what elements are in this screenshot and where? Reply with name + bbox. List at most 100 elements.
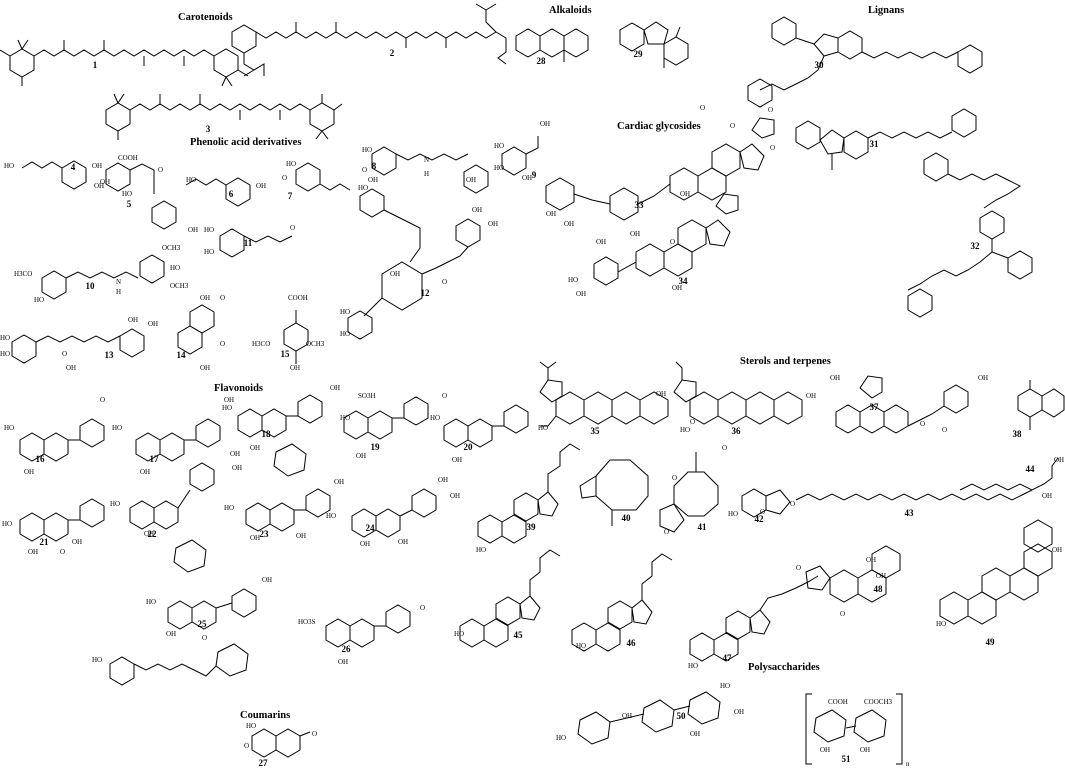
compound-number-10: 10 — [86, 281, 96, 291]
structure-42 — [741, 488, 791, 518]
structure-32 — [907, 152, 1033, 318]
group-label-ho: HO — [340, 330, 350, 338]
group-label-oh: OH — [140, 468, 150, 476]
structure-13 — [11, 328, 145, 364]
group-label-o: O — [670, 238, 675, 246]
group-label-oh: OH — [200, 294, 210, 302]
group-label-oh: OH — [438, 476, 448, 484]
group-label-oh: OH — [66, 364, 76, 372]
group-label-o: O — [840, 610, 845, 618]
group-label-oh: OH — [28, 548, 38, 556]
structure-27 — [251, 728, 311, 758]
group-label-oh: OH — [876, 572, 886, 580]
structure-40 — [579, 459, 649, 526]
structure-20 — [443, 404, 529, 448]
group-label-oh: OH — [466, 176, 476, 184]
compound-number-4: 4 — [71, 162, 76, 172]
group-label-o: O — [768, 106, 773, 114]
heading-carotenoids: Carotenoids — [178, 12, 233, 23]
group-label-oh: OH — [250, 444, 260, 452]
compound-number-7: 7 — [288, 191, 293, 201]
group-label-ho: HO — [568, 276, 578, 284]
group-label-o: O — [60, 548, 65, 556]
group-label-oh: OH — [734, 708, 744, 716]
compound-number-33: 33 — [635, 200, 645, 210]
compound-number-34: 34 — [679, 276, 689, 286]
structure-9 — [501, 136, 539, 176]
heading-flavonoids: Flavonoids — [214, 383, 264, 394]
group-label-o: O — [158, 166, 163, 174]
group-label-oh: OH — [806, 392, 816, 400]
compound-number-2: 2 — [390, 48, 395, 58]
group-label-oh: OH — [188, 226, 198, 234]
group-label-oh: OH — [330, 384, 340, 392]
group-label-oh: OH — [398, 538, 408, 546]
group-label-ho: HO — [146, 598, 156, 606]
compound-number-45: 45 — [514, 630, 524, 640]
group-label-h: H — [116, 288, 121, 296]
structure-23 — [245, 488, 331, 532]
compound-number-16: 16 — [36, 454, 46, 464]
structure-10 — [41, 254, 165, 300]
structure-38 — [1017, 380, 1065, 430]
group-label-ho: HO — [556, 734, 566, 742]
group-label-oh: OH — [672, 284, 682, 292]
group-label-och3: OCH3 — [170, 282, 189, 290]
group-label-oh: OH — [262, 576, 272, 584]
compound-number-32: 32 — [971, 241, 981, 251]
compound-number-25: 25 — [198, 619, 208, 629]
group-label-oh: OH — [546, 210, 556, 218]
heading-coumarins: Coumarins — [240, 710, 291, 721]
heading-lignans: Lignans — [868, 5, 905, 16]
group-label-o: O — [722, 444, 727, 452]
group-label-oh: OH — [472, 206, 482, 214]
group-label-oh: OH — [390, 270, 400, 278]
group-label-oh: OH — [334, 478, 344, 486]
structure-1 — [0, 39, 249, 87]
group-label-ho: HO — [2, 520, 12, 528]
group-label-ho: HO — [34, 296, 44, 304]
group-label-oh: OH — [166, 630, 176, 638]
structure-35 — [539, 361, 669, 427]
group-label-oh: OH — [128, 316, 138, 324]
group-label-ho: HO — [430, 414, 440, 422]
group-label-ho: HO — [186, 176, 196, 184]
group-label-oh: OH — [338, 658, 348, 666]
structure-41 — [659, 452, 719, 533]
group-label-h: H — [424, 170, 429, 178]
compound-number-17: 17 — [150, 454, 160, 464]
group-label-o: O — [220, 340, 225, 348]
compound-number-18: 18 — [262, 429, 272, 439]
group-label-o: O — [770, 144, 775, 152]
structure-48 — [805, 545, 901, 603]
group-label-oh: OH — [680, 190, 690, 198]
compound-number-19: 19 — [371, 442, 381, 452]
structure-37 — [835, 375, 969, 434]
structure-29 — [619, 21, 689, 68]
heading-cardiac: Cardiac glycosides — [617, 121, 701, 132]
group-label-oh: OH — [94, 182, 104, 190]
group-label-h3co: H3CO — [14, 270, 32, 278]
group-label-oh: OH — [820, 746, 830, 754]
group-label-o: O — [690, 418, 695, 426]
group-label-ho: HO — [720, 682, 730, 690]
group-label-o: O — [220, 294, 225, 302]
group-label-ho: HO — [122, 190, 132, 198]
compound-number-11: 11 — [244, 238, 253, 248]
group-label-o: O — [700, 104, 705, 112]
structure-24 — [351, 488, 437, 538]
group-label-o: O — [942, 426, 947, 434]
compound-number-35: 35 — [591, 426, 601, 436]
structure-28 — [515, 28, 589, 62]
compound-number-14: 14 — [177, 350, 187, 360]
group-label-o: O — [282, 174, 287, 182]
group-label-oh: OH — [24, 468, 34, 476]
group-label-ho3s: HO3S — [298, 618, 316, 626]
group-label-oh: OH — [656, 390, 666, 398]
group-label-o: O — [362, 166, 367, 174]
structure-17 — [135, 418, 221, 462]
structure-21 — [19, 498, 105, 542]
group-label-oh: OH — [830, 374, 840, 382]
